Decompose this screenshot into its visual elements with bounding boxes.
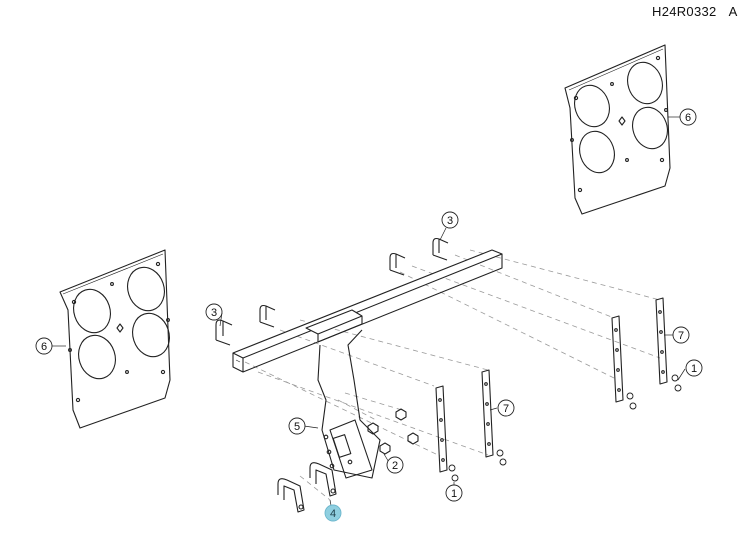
callout-label: 7 (678, 330, 684, 342)
drawing-number: H24R0332 (652, 4, 717, 19)
callout-label: 6 (41, 341, 47, 353)
callout-label: 2 (392, 460, 398, 472)
callout-part-3-left: 3 (205, 303, 223, 321)
assembly-guide-lines (244, 249, 661, 501)
callout-part-4-highlighted[interactable]: 4 (324, 504, 342, 522)
callout-label: 1 (451, 488, 457, 500)
crossbar-tube (232, 249, 503, 373)
nuts-small (448, 374, 682, 482)
callout-part-6-right: 6 (679, 108, 697, 126)
drawing-id: H24R0332 A (652, 4, 738, 19)
revision-letter: A (728, 4, 738, 19)
callout-part-5: 5 (288, 417, 306, 435)
strap-plates (435, 297, 668, 473)
callout-part-6-left: 6 (35, 337, 53, 355)
callout-part-7-center: 7 (497, 399, 515, 417)
callout-part-1-right: 1 (685, 359, 703, 377)
u-bolts (215, 237, 449, 346)
mounting-plate-right (564, 44, 671, 215)
callout-label: 1 (691, 363, 697, 375)
callout-label: 3 (211, 307, 217, 319)
callout-part-2: 2 (386, 456, 404, 474)
callout-group: 6 6 3 3 7 7 1 1 (35, 108, 703, 522)
callout-label: 5 (294, 421, 300, 433)
callout-label: 7 (503, 403, 509, 415)
nuts-center (367, 408, 419, 455)
callout-label: 6 (685, 112, 691, 124)
center-bracket (305, 309, 381, 479)
mounting-plate-left (59, 249, 171, 429)
leader-lines (52, 116, 686, 512)
callout-part-7-right: 7 (672, 326, 690, 344)
callout-label: 4 (330, 508, 336, 520)
callout-part-3-right: 3 (441, 211, 459, 229)
callout-part-1-center: 1 (445, 484, 463, 502)
callout-label: 3 (447, 215, 453, 227)
bottom-u-bolts (277, 462, 337, 513)
